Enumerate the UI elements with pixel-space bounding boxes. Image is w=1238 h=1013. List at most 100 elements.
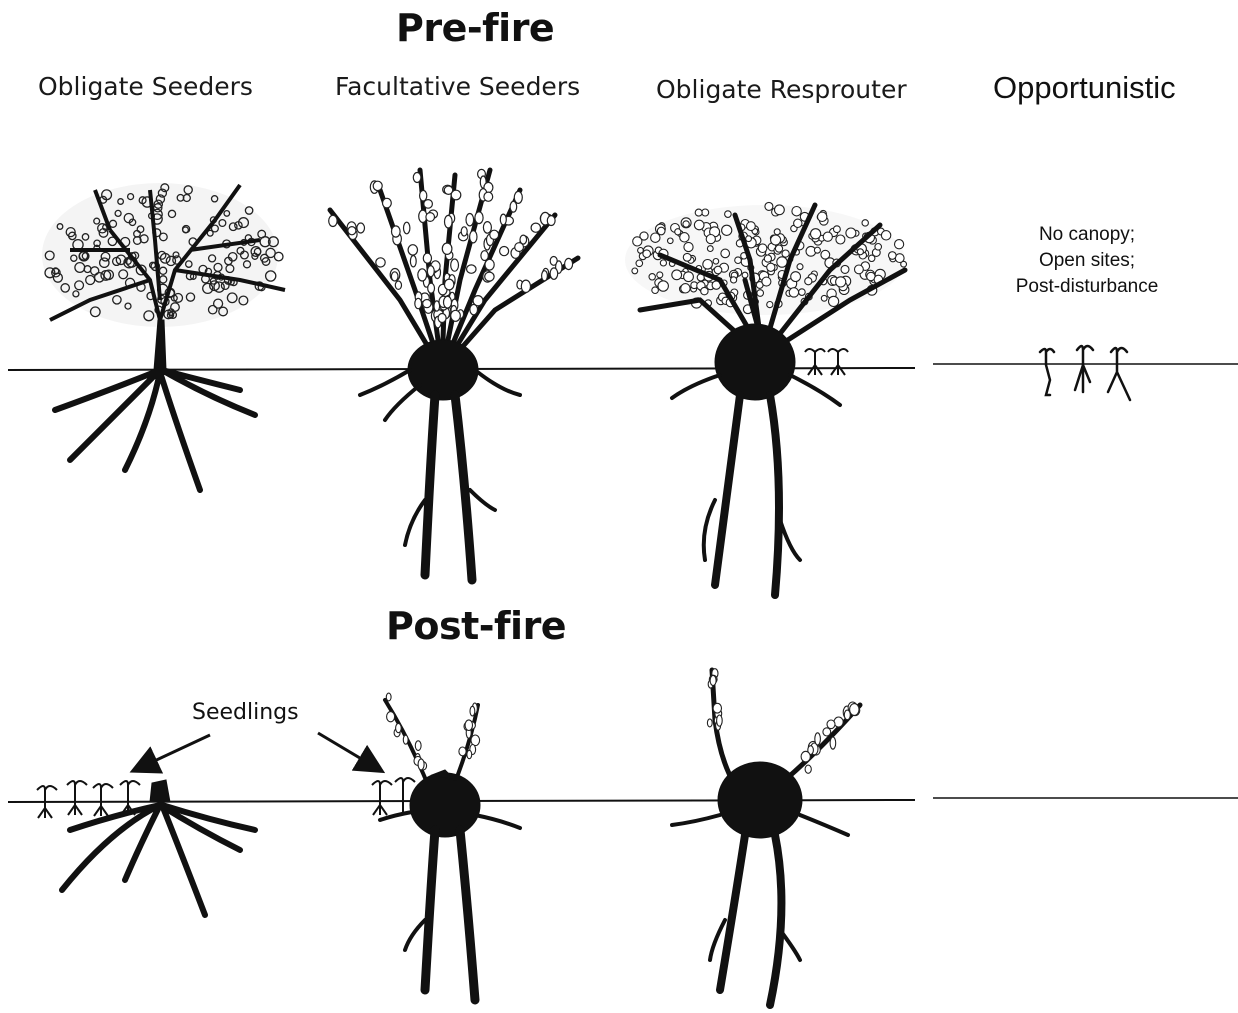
leaf [415,298,422,308]
leaf [542,271,548,281]
leaf [470,304,478,314]
leaf [771,235,781,245]
obligate-seeder-tree [42,183,285,490]
leaf [805,278,812,285]
leaf [767,263,775,271]
leaf [373,181,382,190]
leaf [636,260,643,267]
leaf [794,219,802,227]
leaf [758,244,767,253]
leaf [713,259,719,265]
leaf [775,205,785,215]
opportunistic-seedlings [1040,346,1130,400]
leaf [387,712,395,722]
leaf [467,750,472,758]
leaf [420,190,427,201]
leaf [438,314,446,323]
leaf [702,209,709,216]
leaf [520,235,527,244]
leaf [442,243,452,254]
leaf [514,191,522,203]
leaf [395,281,401,289]
leaf [818,212,827,221]
obligate-seeder-stump [62,780,255,915]
leaf [565,258,573,269]
leaf [836,277,846,287]
leaf [376,258,385,267]
leaf [329,215,337,226]
leaf [857,249,863,255]
leaf [707,719,712,727]
leaf [862,220,868,226]
leaf [875,244,882,251]
leaf [465,720,472,731]
leaf [383,198,392,208]
leaf [742,272,748,278]
leaf [710,676,716,686]
leaf [684,242,693,251]
leaf [694,220,704,230]
leaf [423,300,431,308]
resprouter-seedlings-pre [805,349,848,375]
leaf [695,209,702,216]
leaf [643,250,651,258]
leaf [632,268,638,274]
leaf [680,233,689,242]
leaf [746,236,752,242]
leaf [451,190,461,200]
leaf [855,265,864,274]
leaf [811,229,821,239]
leaf [490,230,499,239]
leaf [426,213,435,222]
leaf [445,215,453,228]
leaf [777,257,787,267]
leaf [764,255,771,262]
leaf [830,737,836,749]
leaf [418,269,427,281]
leaf [762,277,771,286]
leaf [500,214,506,225]
leaf [797,264,803,270]
leaf [467,265,476,273]
obligate-resprouter-post [672,669,860,1005]
leaf [652,287,659,294]
leaf [386,693,391,701]
leaf [681,284,690,293]
leaf [427,266,434,277]
leaf [823,232,832,241]
leaf [792,207,801,216]
leaf [767,302,773,308]
leaf [823,728,831,736]
leaf [735,257,742,264]
leaf [703,260,713,270]
leaf [445,279,454,290]
leaf [799,289,806,296]
leaf [683,221,689,227]
leaf [521,280,530,292]
leaf [675,229,681,235]
leaf [657,272,663,278]
leaf [461,227,467,236]
leaf [829,296,839,306]
leaf [722,225,732,235]
leaf [668,238,674,244]
arrow-to-facultative-seedlings [318,733,380,770]
leaf [789,288,798,297]
leaf [649,274,655,280]
leaf [531,223,540,232]
obligate-resprouter-pre [625,202,906,595]
leaf [391,272,398,281]
leaf [510,201,517,212]
leaf [721,249,730,258]
leaf [658,281,668,291]
leaf [481,251,488,261]
leaf [423,253,431,263]
leaf [396,724,402,733]
leaf [805,765,811,773]
leaf [633,237,642,246]
leaf [814,247,820,253]
leaf [774,229,780,235]
leaf [418,759,424,770]
leaf [451,259,459,271]
leaf [428,283,435,293]
